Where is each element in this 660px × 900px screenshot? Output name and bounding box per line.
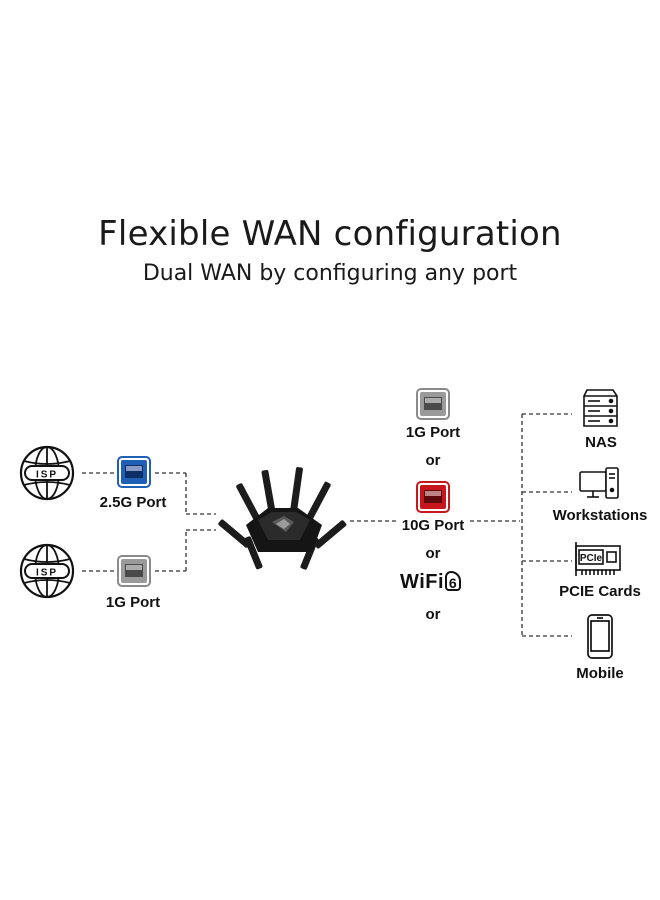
ethernet-port-icon (117, 555, 151, 587)
or-separator: or (425, 606, 441, 623)
isp-badge-text: ISP (36, 470, 58, 481)
router-icon (218, 467, 347, 570)
workstation-icon (579, 467, 619, 499)
lan-connectors (350, 413, 572, 637)
device-label-mobile: Mobile (576, 665, 624, 682)
wan-port-label: 1G Port (105, 594, 161, 611)
device-label-nas: NAS (585, 434, 617, 451)
wan-port-label: 2.5G Port (99, 494, 167, 511)
nas-server-icon (583, 389, 618, 427)
device-label-workstations: Workstations (552, 507, 648, 524)
isp-globe-icon: ISP (19, 543, 75, 599)
mobile-phone-icon (587, 614, 613, 659)
pcie-card-icon: PCIe (575, 542, 621, 576)
lan-port-label: 10G Port (401, 517, 465, 534)
isp-globe-icon: ISP (19, 445, 75, 501)
isp-badge-text: ISP (36, 568, 58, 579)
or-separator: or (425, 545, 441, 562)
lan-port-label: 1G Port (405, 424, 461, 441)
or-separator: or (425, 452, 441, 469)
ethernet-port-icon (416, 481, 450, 513)
pcie-card-text: PCIe (580, 553, 603, 564)
page-subtitle: Dual WAN by configuring any port (142, 261, 518, 286)
page-title: Flexible WAN configuration (98, 214, 562, 254)
wan-connectors (82, 472, 216, 572)
wifi-number-badge: 6 (445, 571, 462, 591)
ethernet-port-icon (117, 456, 151, 488)
wifi-text: WiFi (400, 571, 445, 593)
ethernet-port-icon (416, 388, 450, 420)
device-label-pcie-cards: PCIE Cards (559, 583, 641, 600)
